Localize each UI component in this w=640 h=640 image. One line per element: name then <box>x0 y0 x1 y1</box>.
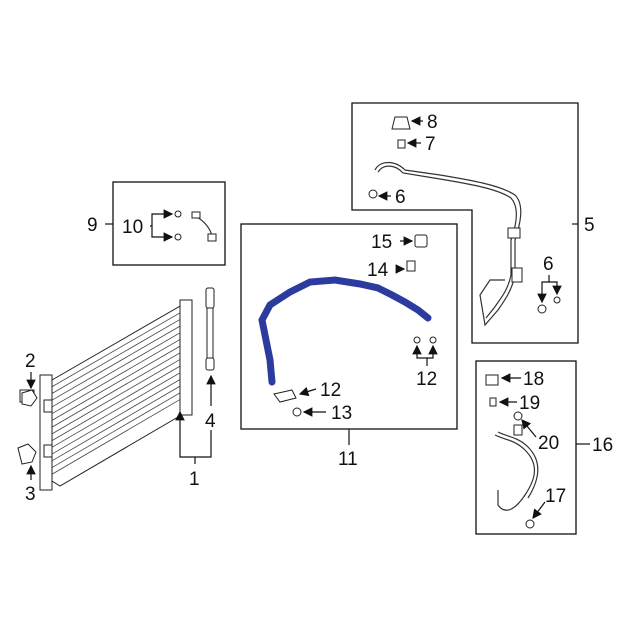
condenser-fin <box>51 331 183 408</box>
highlight-hose <box>258 276 432 386</box>
callout-9: 9 <box>87 215 98 236</box>
callout-2: 2 <box>25 351 36 372</box>
leader-lines <box>26 116 590 519</box>
condenser-fin <box>51 364 183 441</box>
condenser-fin <box>51 337 183 415</box>
condenser-fin <box>51 317 183 394</box>
callout-8: 8 <box>427 112 438 133</box>
condenser-fin <box>51 344 183 421</box>
condenser-fin <box>51 384 183 462</box>
nut-2 <box>21 389 38 407</box>
ac-line-assembly-5 <box>368 116 561 327</box>
callout-13: 13 <box>331 403 352 424</box>
callout-11: 11 <box>338 449 358 470</box>
condenser-fin <box>51 391 183 468</box>
pressure-sensor-9 <box>174 210 217 242</box>
callout-16: 16 <box>592 435 613 456</box>
group-box-16 <box>475 360 577 535</box>
callout-7: 7 <box>425 134 436 155</box>
condenser-fin <box>51 324 183 401</box>
callout-19: 19 <box>519 393 540 414</box>
group-box-11 <box>240 223 458 430</box>
callout-14: 14 <box>367 260 389 281</box>
group-box-5 <box>351 102 579 344</box>
callout-10: 10 <box>122 217 143 238</box>
ac-hose-highlighted <box>258 234 437 417</box>
receiver-drier <box>205 287 215 371</box>
callout-6-top: 6 <box>395 187 406 208</box>
callout-6-right: 6 <box>543 254 554 275</box>
ac-line-assembly-16 <box>485 374 539 529</box>
condenser-fin <box>51 377 183 455</box>
callout-12-right: 12 <box>416 369 437 390</box>
condenser <box>17 299 193 491</box>
callout-18: 18 <box>523 369 544 390</box>
callout-5: 5 <box>584 215 595 236</box>
callout-3: 3 <box>25 484 36 505</box>
condenser-fin <box>51 371 183 448</box>
condenser-fin <box>51 311 183 388</box>
callout-17: 17 <box>545 486 566 507</box>
callout-4: 4 <box>205 411 216 432</box>
callout-20: 20 <box>538 433 559 454</box>
callout-12-left: 12 <box>320 380 341 401</box>
condenser-fin <box>51 357 183 435</box>
callout-1: 1 <box>189 469 200 490</box>
callout-15: 15 <box>371 232 392 253</box>
condenser-fin <box>51 351 183 428</box>
condenser-fin <box>51 397 183 475</box>
